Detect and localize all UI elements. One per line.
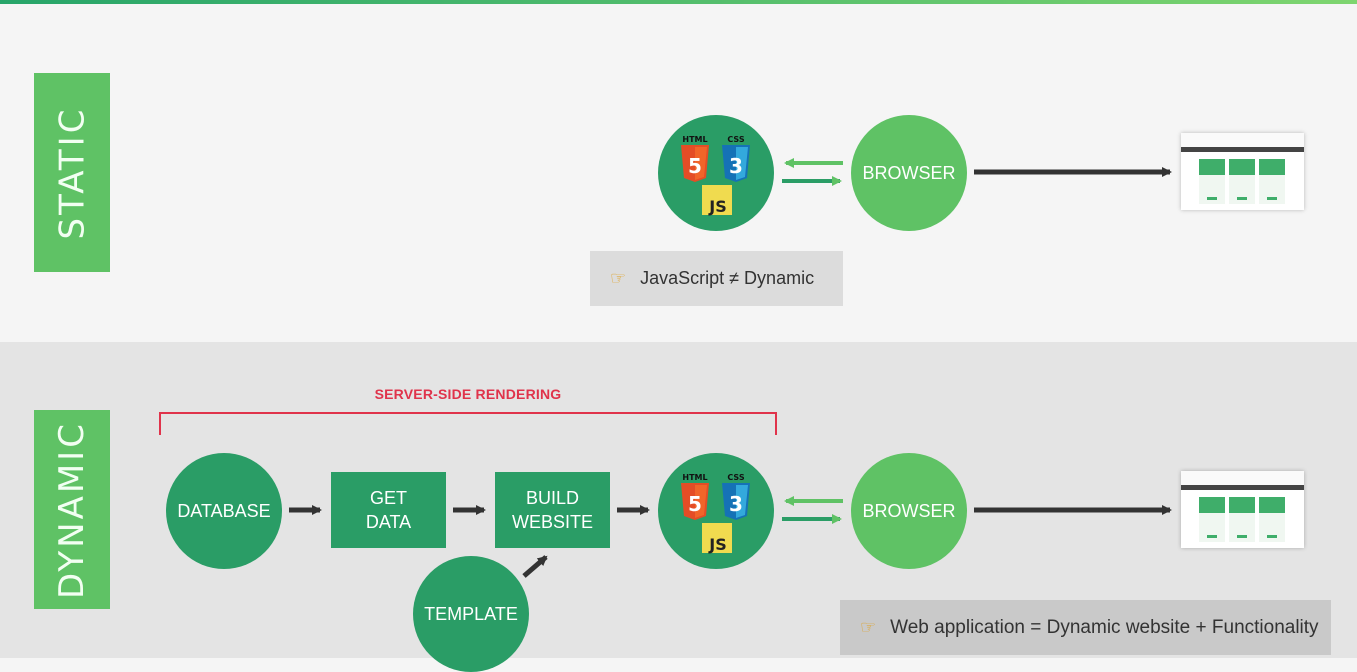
pointing-hand-icon: ☞ xyxy=(860,617,877,637)
svg-text:JS: JS xyxy=(708,197,726,216)
dynamic-side-label: DYNAMIC xyxy=(34,410,110,609)
browser-circle-dynamic: BROWSER xyxy=(851,453,967,569)
svg-text:HTML: HTML xyxy=(682,473,707,482)
template-circle: TEMPLATE xyxy=(413,556,529,672)
js-icon: JS xyxy=(702,523,732,554)
html5-icon: HTML 5 xyxy=(681,135,709,182)
dynamic-note: ☞ Web application = Dynamic website + Fu… xyxy=(840,600,1331,655)
website-mockup-dynamic xyxy=(1181,471,1304,548)
build-website-box: BUILD WEBSITE xyxy=(495,472,610,548)
html-css-js-logos: HTML 5 CSS 3 JS xyxy=(681,135,750,216)
ssr-label: SERVER-SIDE RENDERING xyxy=(374,386,562,402)
js-icon: JS xyxy=(702,185,732,216)
html-css-js-logos-dyn: HTML 5 CSS 3 JS xyxy=(681,473,750,554)
html5-icon: HTML 5 xyxy=(681,473,709,520)
template-label: TEMPLATE xyxy=(424,604,518,624)
browser-label: BROWSER xyxy=(862,162,956,183)
svg-text:3: 3 xyxy=(729,154,743,178)
static-side-label: STATIC xyxy=(34,73,110,272)
connectors xyxy=(159,158,1172,578)
database-circle: DATABASE xyxy=(166,453,282,569)
svg-text:HTML: HTML xyxy=(682,135,707,144)
database-label: DATABASE xyxy=(177,500,271,521)
top-accent-bar xyxy=(0,0,1357,4)
static-files-circle: HTML 5 CSS 3 JS xyxy=(658,115,774,231)
css3-icon: CSS 3 xyxy=(722,135,750,182)
svg-text:5: 5 xyxy=(688,492,702,516)
svg-text:5: 5 xyxy=(688,154,702,178)
svg-text:3: 3 xyxy=(729,492,743,516)
dynamic-note-text: Web application = Dynamic website + Func… xyxy=(890,616,1319,638)
pointing-hand-icon: ☞ xyxy=(610,268,627,288)
svg-text:CSS: CSS xyxy=(727,135,744,144)
browser-label-dyn: BROWSER xyxy=(862,500,956,521)
build-website-label: BUILD WEBSITE xyxy=(511,488,593,532)
arrow-template-to-build xyxy=(522,555,548,578)
ssr-bracket xyxy=(159,412,777,435)
dynamic-files-circle: HTML 5 CSS 3 JS xyxy=(658,453,774,569)
get-data-box: GET DATA xyxy=(331,472,446,548)
static-note-text: JavaScript ≠ Dynamic xyxy=(640,268,815,288)
get-data-label: GET DATA xyxy=(365,488,412,532)
svg-text:JS: JS xyxy=(708,535,726,554)
css3-icon: CSS 3 xyxy=(722,473,750,520)
website-mockup-static xyxy=(1181,133,1304,210)
svg-text:CSS: CSS xyxy=(727,473,744,482)
browser-circle-static: BROWSER xyxy=(851,115,967,231)
static-note: ☞ JavaScript ≠ Dynamic xyxy=(590,251,843,306)
